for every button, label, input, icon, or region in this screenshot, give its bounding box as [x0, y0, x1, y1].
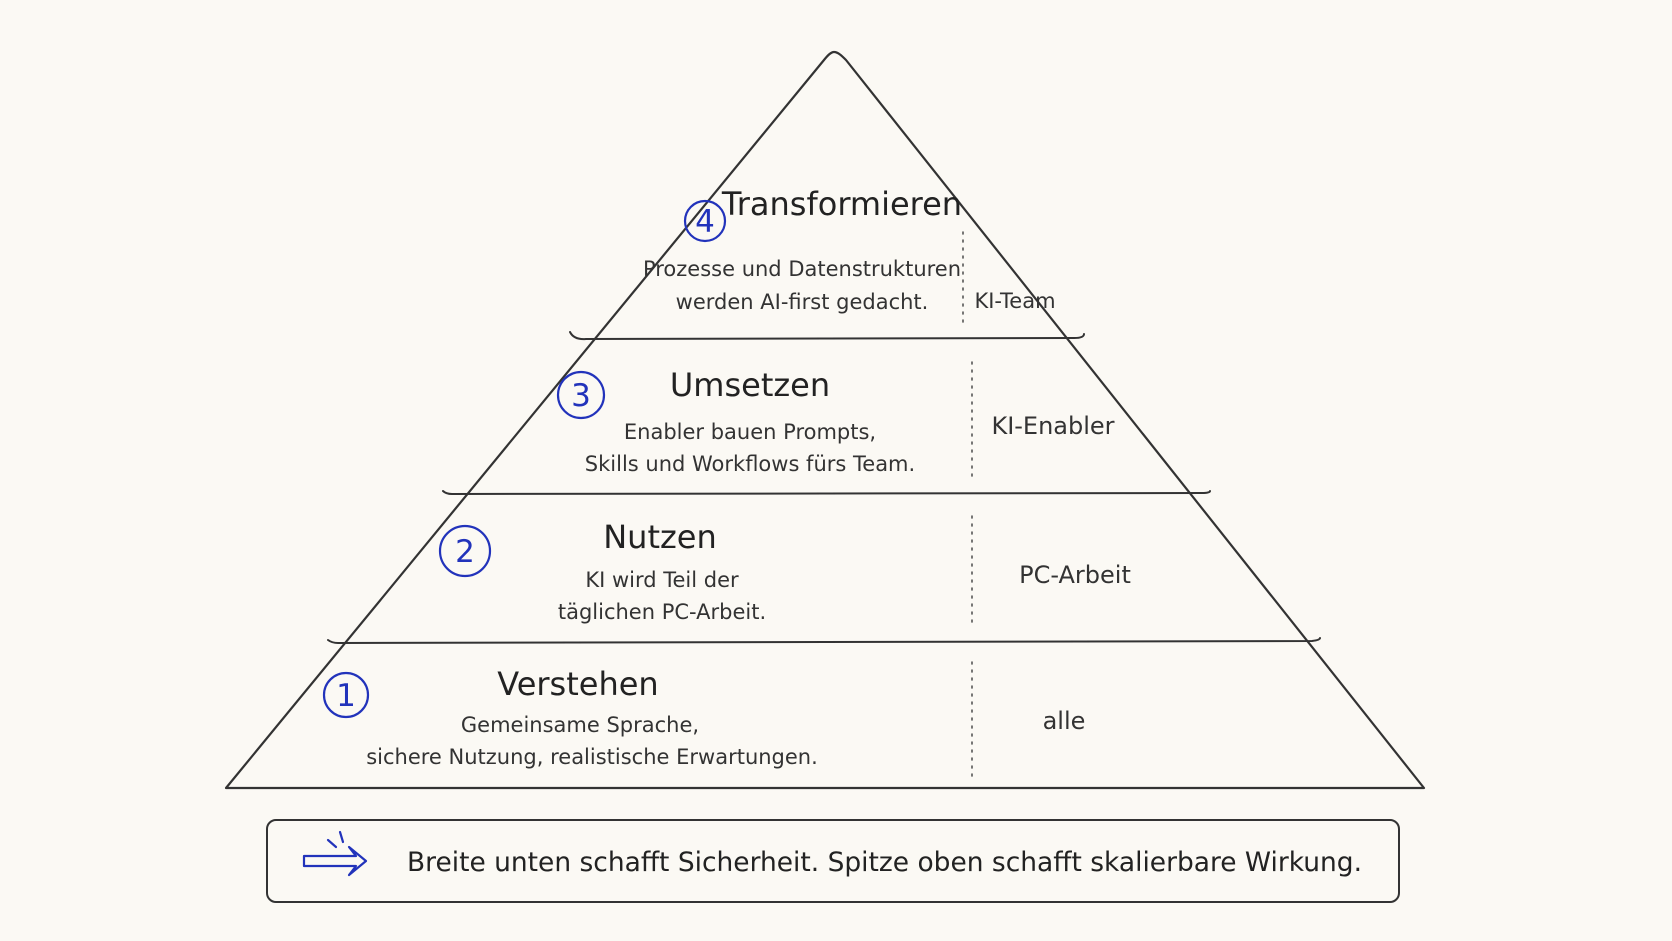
- arrow-right-icon: [302, 830, 368, 877]
- tier-divider-4-3: [569, 331, 1085, 341]
- level-3: 3 Umsetzen Enabler bauen Prompts, Skills…: [556, 366, 1115, 476]
- level-description-line-1: Gemeinsame Sprache,: [461, 713, 699, 737]
- level-description-line-2: Skills und Workflows fürs Team.: [585, 452, 915, 476]
- tier-divider-3-2: [442, 490, 1211, 496]
- level-1: 1 Verstehen Gemeinsame Sprache, sichere …: [322, 665, 1086, 769]
- level-title: Verstehen: [497, 665, 658, 703]
- level-2: 2 Nutzen KI wird Teil der täglichen PC-A…: [438, 518, 1131, 624]
- level-description-line-1: Prozesse und Datenstrukturen: [643, 257, 961, 281]
- summary-text: Breite unten schafft Sicherheit. Spitze …: [407, 847, 1362, 878]
- level-number: 2: [455, 534, 475, 570]
- level-title: Umsetzen: [670, 366, 830, 404]
- level-description-line-2: täglichen PC-Arbeit.: [558, 600, 766, 624]
- level-description-line-1: Enabler bauen Prompts,: [624, 420, 876, 444]
- level-description-line-1: KI wird Teil der: [585, 568, 739, 592]
- level-number-circle: [556, 370, 606, 420]
- tier-divider-2-1: [327, 637, 1321, 645]
- level-audience: PC-Arbeit: [1019, 561, 1131, 589]
- level-description-line-2: sichere Nutzung, realistische Erwartunge…: [366, 745, 818, 769]
- level-number-circle: [683, 199, 727, 243]
- level-number-circle: [438, 524, 492, 578]
- level-number: 1: [336, 678, 356, 714]
- summary-box: [266, 819, 1400, 903]
- level-audience: alle: [1043, 707, 1086, 735]
- level-title: Transformieren: [721, 185, 962, 223]
- pyramid-outline: [224, 50, 1426, 790]
- level-number: 4: [695, 204, 715, 240]
- level-description-line-2: werden AI-first gedacht.: [676, 290, 929, 314]
- level-audience: KI-Team: [974, 289, 1055, 313]
- level-number: 3: [571, 378, 591, 414]
- summary-callout: Breite unten schafft Sicherheit. Spitze …: [266, 819, 1400, 903]
- level-audience: KI-Enabler: [991, 412, 1114, 440]
- level-4: 4 Transformieren Prozesse und Datenstruk…: [643, 185, 1056, 314]
- level-title: Nutzen: [603, 518, 717, 556]
- level-number-circle: [322, 671, 370, 719]
